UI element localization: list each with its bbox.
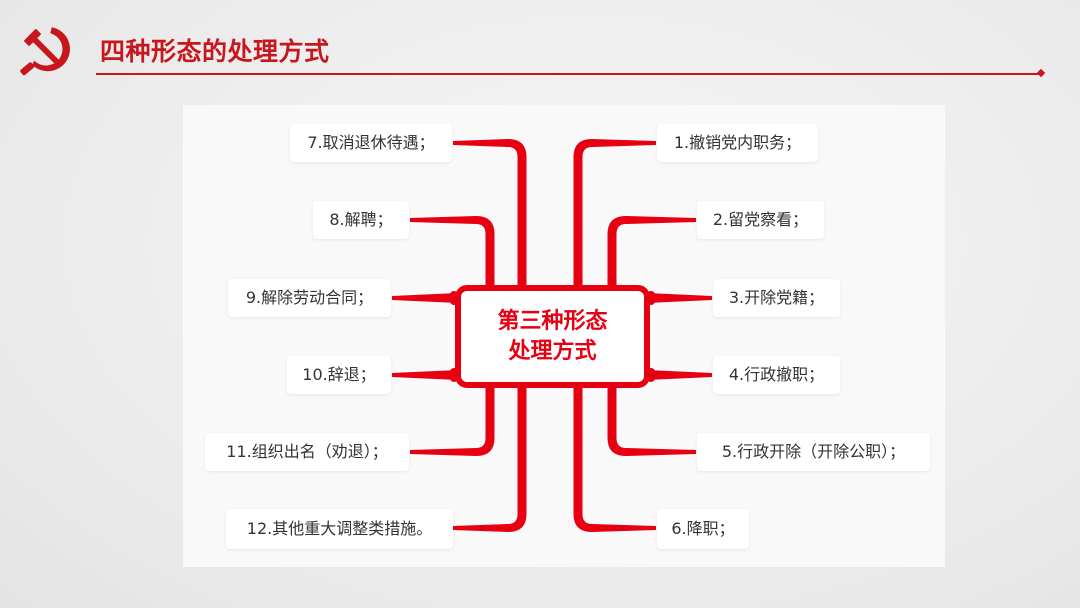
connector-1 (573, 139, 656, 290)
center-node: 第三种形态 处理方式 (455, 285, 650, 388)
branch-item-11: 11.组织出名（劝退）； (205, 433, 409, 471)
branch-item-10: 10.辞退； (287, 356, 391, 394)
connector-2 (607, 216, 696, 290)
center-node-line2: 处理方式 (508, 338, 597, 364)
connector-9 (392, 293, 458, 303)
branch-item-2: 2.留党察看； (697, 201, 824, 239)
branch-item-7: 7.取消退休待遇； (290, 124, 452, 162)
connector-tab (647, 368, 655, 382)
branch-item-3: 3.开除党籍； (713, 279, 840, 317)
connector-tab (647, 291, 655, 305)
branch-item-12: 12.其他重大调整类措施。 (226, 509, 453, 549)
branch-item-9: 9.解除劳动合同； (228, 279, 391, 317)
connector-12 (453, 383, 527, 532)
connector-6 (573, 383, 656, 532)
hammer-sickle-icon (16, 23, 74, 77)
center-node-line1: 第三种形态 (497, 308, 608, 334)
slide-title: 四种形态的处理方式 (100, 37, 330, 66)
connector-7 (453, 139, 527, 290)
connector-tab (450, 291, 458, 305)
branch-item-6: 6.降职； (657, 509, 749, 549)
connector-10 (392, 370, 458, 380)
connector-11 (410, 383, 495, 456)
connector-8 (410, 216, 495, 290)
connector-5 (607, 383, 696, 456)
connector-tab (450, 368, 458, 382)
branch-item-1: 1.撤销党内职务； (657, 124, 818, 162)
title-underline (96, 73, 1040, 75)
branch-item-4: 4.行政撤职； (713, 356, 840, 394)
branch-item-5: 5.行政开除（开除公职）； (697, 433, 930, 471)
branch-item-8: 8.解聘； (313, 201, 409, 239)
connector-3 (647, 293, 712, 303)
connector-4 (647, 370, 712, 380)
